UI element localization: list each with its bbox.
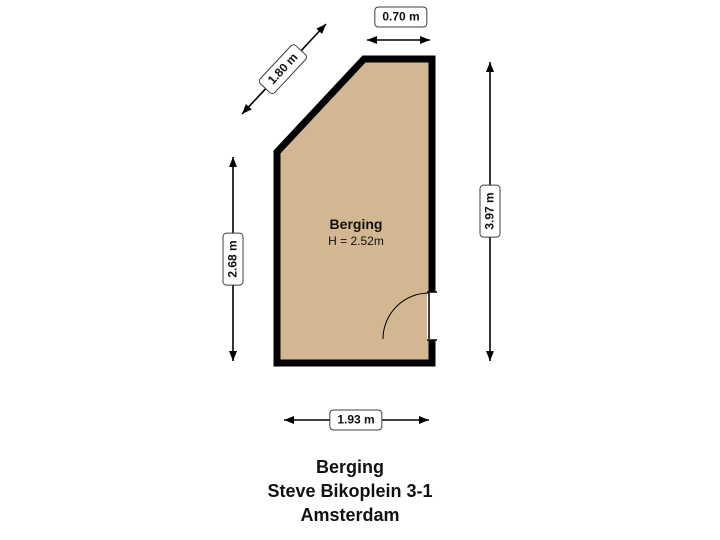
room-height-label: H = 2.52m — [328, 234, 384, 248]
door-opening — [427, 292, 438, 340]
plan-title-room: Berging — [315, 457, 384, 477]
bottom-dimension-label: 1.93 m — [329, 409, 383, 431]
room-floor — [273, 55, 436, 367]
room-label: Berging H = 2.52m — [328, 216, 384, 248]
room-name: Berging — [329, 216, 383, 232]
plan-title-city: Amsterdam — [300, 505, 400, 525]
door-swing-arc — [382, 292, 430, 340]
plan-title: Berging Steve Bikoplein 3-1 Amsterdam — [267, 455, 432, 527]
plan-title-address: Steve Bikoplein 3-1 — [267, 481, 433, 501]
top-dimension-label: 0.70 m — [374, 6, 428, 28]
right-dimension-label: 3.97 m — [479, 184, 501, 238]
left-dimension-label: 2.68 m — [222, 232, 244, 286]
